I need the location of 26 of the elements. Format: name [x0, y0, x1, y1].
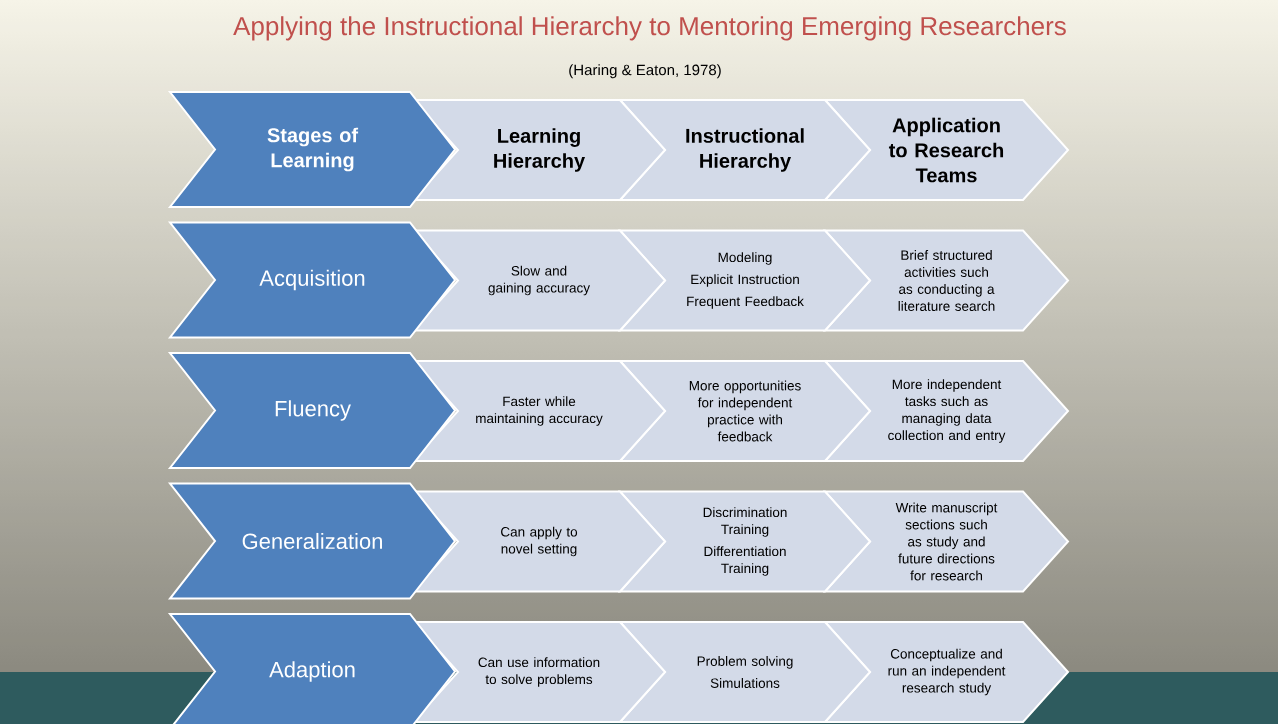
- step-box: Application to Research Teams: [822, 99, 1070, 201]
- step-box: Instructional Hierarchy: [617, 99, 872, 201]
- step-box: Conceptualize and run an independent research study: [822, 621, 1070, 723]
- step-box: Learning Hierarchy: [410, 99, 667, 201]
- step-box: Faster while maintaining accuracy: [410, 360, 667, 462]
- step-box: Modeling Explicit Instruction Frequent Feedback: [617, 229, 872, 332]
- step-box: Write manuscript sections such as study and future directions for research: [822, 490, 1070, 593]
- stage-box: Fluency: [167, 352, 457, 469]
- node-label: Problem solving: [697, 656, 793, 669]
- node-label: Conceptualize and run an independent research study: [888, 648, 1006, 696]
- node-label: Simulations: [710, 678, 780, 688]
- step-box: More independent tasks such as managing data collection and entry: [822, 360, 1070, 462]
- diagram-title: Applying the Instructional Hierarchy to Mentoring Emerging Researchers: [233, 16, 1066, 41]
- step-box: Can use information to solve problems: [410, 621, 667, 723]
- stage-box: Generalization: [167, 482, 457, 600]
- step-box: Can apply to novel setting: [410, 490, 667, 593]
- node-label: Can use information to solve problems: [478, 657, 600, 687]
- stage-box: Adaption: [167, 613, 457, 724]
- step-box: Problem solving Simulations: [617, 621, 872, 723]
- stage-box: Stages of Learning: [167, 91, 457, 208]
- step-box: Slow and gaining accuracy: [410, 229, 667, 332]
- step-box: More opportunities for independent practice with feedback: [617, 360, 872, 462]
- stage-box: Acquisition: [167, 221, 457, 339]
- step-box: Discrimination Training Differentiation Training: [617, 490, 872, 593]
- step-box: Brief structured activities such as conducting a literature search: [822, 229, 1070, 332]
- label: (Haring & Eaton, 1978): [569, 64, 721, 79]
